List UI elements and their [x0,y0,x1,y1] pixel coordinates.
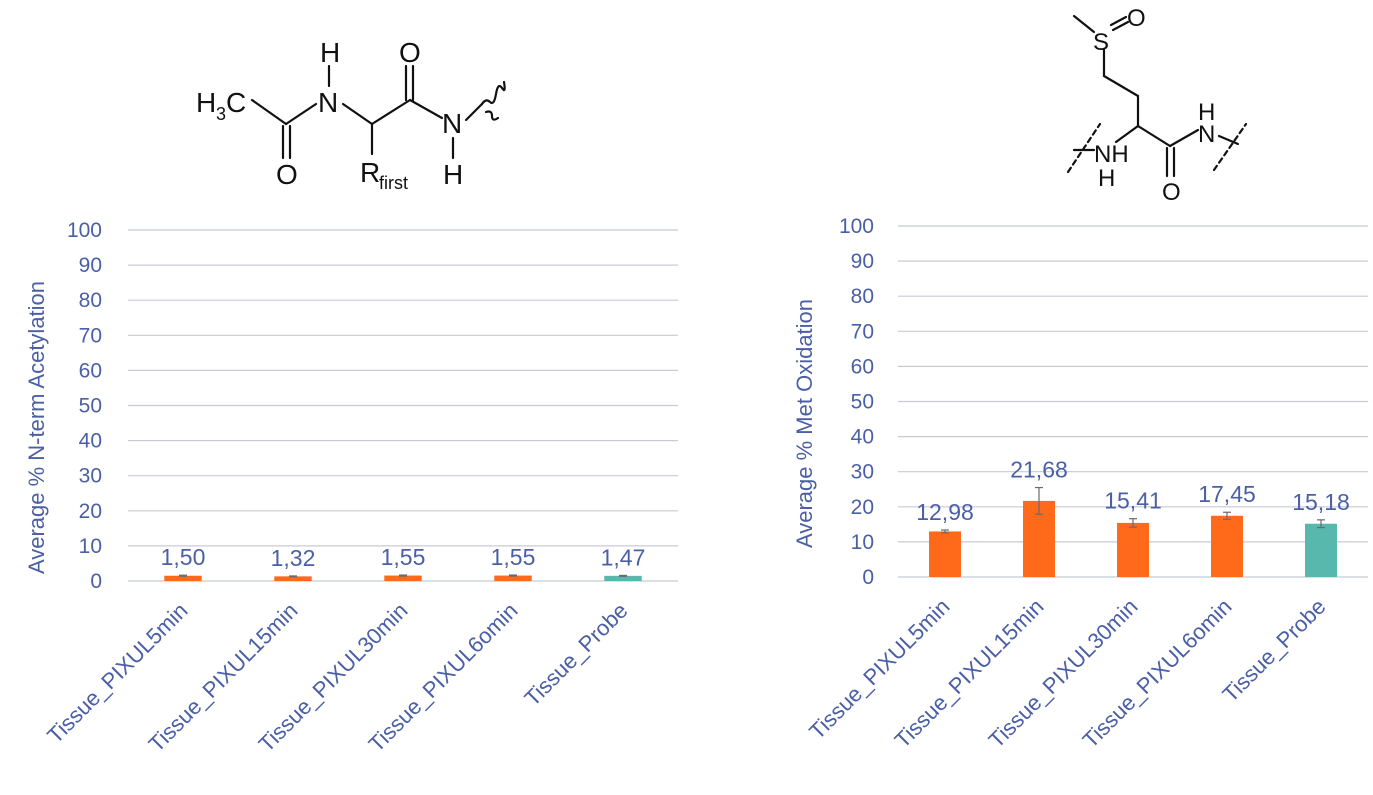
atom-o-bottom: O [1162,179,1181,206]
data-label: 17,45 [1198,481,1256,507]
y-tick-label: 70 [851,320,874,343]
y-tick-label: 100 [67,219,102,242]
y-tick-label: 40 [851,426,874,449]
bond-n-right [1217,134,1240,146]
bond-c-n2 [408,98,444,120]
bond-c-n1 [284,102,318,126]
cut-right [1212,122,1248,172]
bar [274,576,312,581]
ch3-h: H [196,87,216,118]
y-tick-label: 80 [79,289,102,312]
data-label: 15,18 [1292,489,1350,515]
y-tick-label: 60 [79,359,102,382]
bar [164,575,202,581]
bond-s-o-2 [1109,15,1128,27]
bar [929,531,961,577]
cut-left [1066,122,1102,174]
y-tick-label: 90 [851,250,874,273]
data-label: 21,68 [1010,457,1068,483]
y-tick-label: 0 [90,570,102,593]
data-label: 1,55 [381,544,426,570]
atom-r: R [360,157,380,188]
atom-n-right: N [1198,121,1215,148]
wavy-bond [480,80,506,106]
y-tick-label: 90 [79,254,102,277]
y-tick-label: 40 [79,430,102,453]
bar [384,575,422,581]
bond-me-s [1072,14,1096,34]
bond-ch2-ch2 [1102,74,1140,98]
bar [1117,522,1149,577]
data-label: 12,98 [916,499,974,525]
bond-n1-ca [341,102,374,126]
met-structure: S O NH H H N O [1066,5,1248,206]
atom-o-bottom: O [276,159,298,190]
bar [1305,523,1337,577]
bond-s-o-1 [1111,20,1130,32]
data-label: 1,50 [161,544,206,570]
ch3-c: C [226,87,246,118]
y-tick-label: 100 [839,215,874,238]
ch3-sub: 3 [216,104,226,124]
y-tick-label: 30 [851,461,874,484]
atom-h-top: H [320,37,340,68]
bar [604,575,642,581]
y-axis-label: Average % Met Oxidation [792,299,817,548]
bar [1211,515,1243,577]
y-tick-label: 50 [79,395,102,418]
acetyl-structure: H 3 C H N O N H O R first [196,37,506,193]
y-axis-label: Average % N-term Acetylation [24,281,49,574]
atom-r-sub: first [379,173,408,193]
category-label: Tissue_Probe [519,598,632,711]
atom-n1: N [318,87,338,118]
bond-ca-c [1136,124,1172,148]
bond-n2-r [464,102,484,122]
atom-s: S [1093,29,1109,56]
atom-o-top: O [399,37,421,68]
atom-nh-left: NH [1094,141,1129,168]
y-tick-label: 80 [851,285,874,308]
y-tick-label: 0 [862,566,874,589]
y-tick-label: 20 [79,500,102,523]
bond-c-n [1168,128,1200,148]
data-label: 1,55 [491,544,536,570]
data-label: 1,47 [601,544,646,570]
bond-ch3-c [250,98,288,126]
y-tick-label: 70 [79,324,102,347]
wavy-bond-2 [484,110,500,121]
y-tick-label: 20 [851,496,874,519]
y-tick-label: 10 [851,531,874,554]
atom-n2: N [442,108,462,139]
bar [494,575,532,581]
y-tick-label: 50 [851,391,874,414]
data-label: 1,32 [271,545,316,571]
atom-o-s: O [1127,5,1146,32]
y-tick-label: 60 [851,355,874,378]
data-label: 15,41 [1104,488,1162,514]
atom-h-right: H [1198,99,1215,126]
y-tick-label: 30 [79,465,102,488]
atom-h-bottom: H [443,159,463,190]
bond-ca-c [370,98,412,126]
bond-ca-n [1114,124,1140,144]
y-tick-label: 10 [79,535,102,558]
atom-h-under: H [1098,165,1115,192]
